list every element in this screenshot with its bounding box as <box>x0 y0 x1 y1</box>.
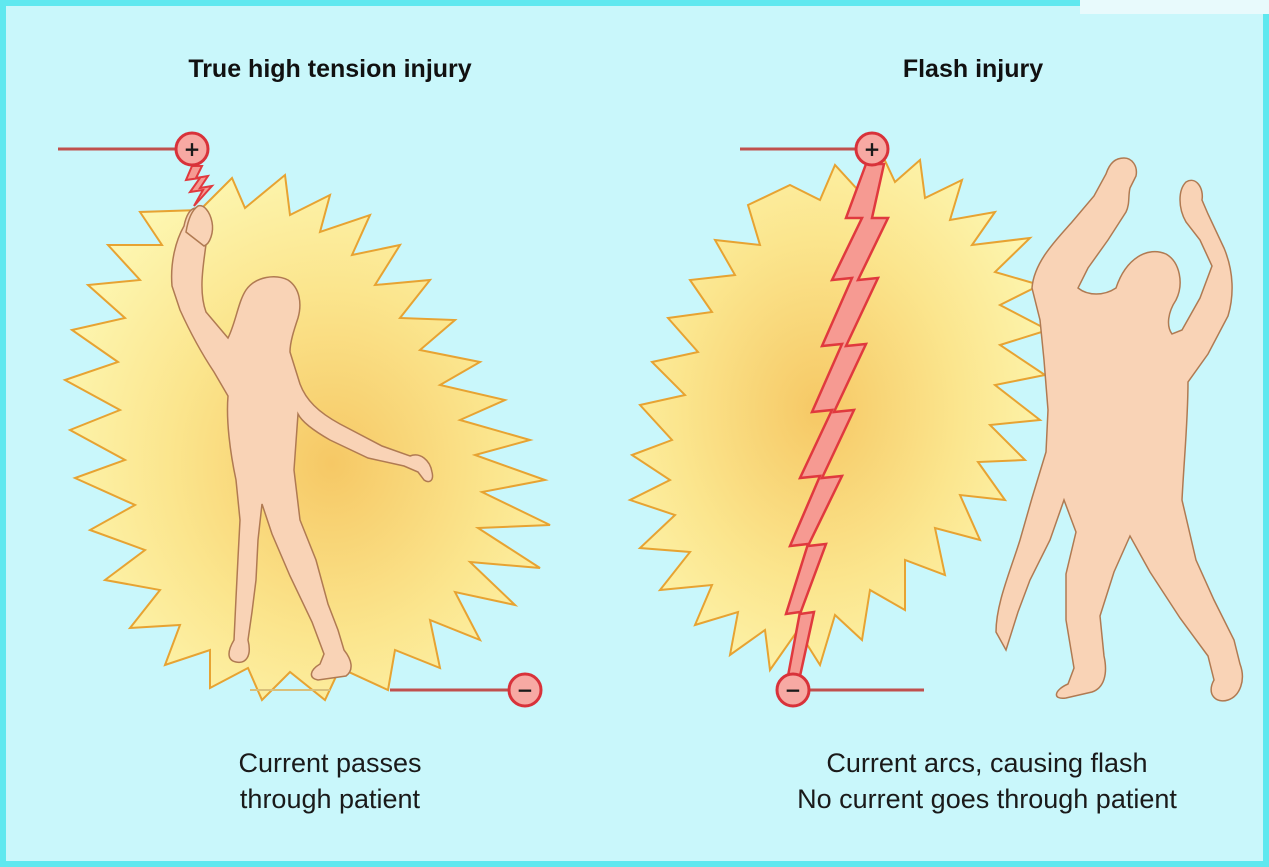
negative-sign: − <box>517 678 534 702</box>
panel-caption-line-2: through patient <box>240 784 421 814</box>
panel-title: True high tension injury <box>188 55 471 83</box>
panel-caption-line-1: Current passes <box>238 748 421 778</box>
positive-sign: + <box>864 137 881 161</box>
top-right-strip <box>1080 0 1269 14</box>
positive-sign: + <box>184 137 201 161</box>
panel-caption-line-2: No current goes through patient <box>797 784 1177 814</box>
panel-title: Flash injury <box>903 55 1043 83</box>
panel-caption-line-1: Current arcs, causing flash <box>826 748 1147 778</box>
negative-sign: − <box>785 678 802 702</box>
